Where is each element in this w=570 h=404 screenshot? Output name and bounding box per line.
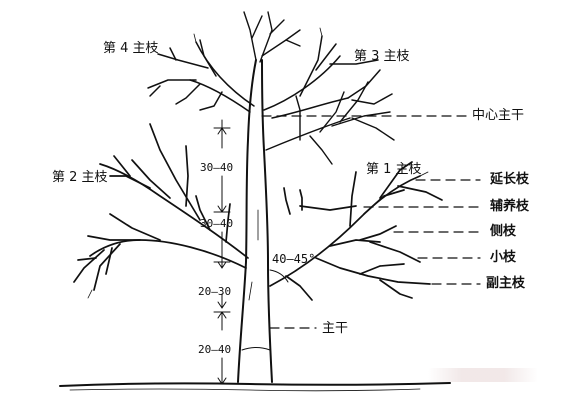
angle-arc (269, 269, 289, 283)
label-trunk: 主干 (322, 321, 349, 336)
label-angle: 40—45° (272, 252, 316, 266)
label-sub-main-branch: 副主枝 (486, 276, 526, 291)
main-branch-4-shape (147, 39, 255, 113)
measure-trunk-height: 20—40 (198, 343, 232, 356)
label-branch-2: 第 2 主枝 (52, 170, 108, 185)
label-branch-4: 第 4 主枝 (103, 41, 159, 56)
central-leader-crown (243, 11, 301, 63)
dimension-lines (213, 119, 231, 385)
label-lateral-branch: 侧枝 (490, 224, 517, 239)
watermark-blur (428, 368, 538, 382)
label-branch-1: 第 1 主枝 (366, 162, 422, 177)
main-branch-2-shape (73, 123, 249, 291)
main-branch-1-shape (269, 161, 443, 301)
label-auxiliary-branch: 辅养枝 (490, 199, 530, 214)
central-side-branches (265, 81, 395, 165)
label-twig: 小枝 (490, 250, 517, 265)
measure-gap-low: 20—30 (198, 285, 232, 298)
label-branch-3: 第 3 主枝 (354, 49, 410, 64)
ground-line (59, 382, 451, 392)
leader-lines (261, 115, 481, 329)
measure-gap-mid: 30—40 (200, 217, 234, 230)
label-central-leader: 中心主干 (472, 108, 525, 123)
measure-gap-top: 30—40 (200, 161, 234, 174)
label-extension-shoot: 延长枝 (490, 172, 530, 187)
